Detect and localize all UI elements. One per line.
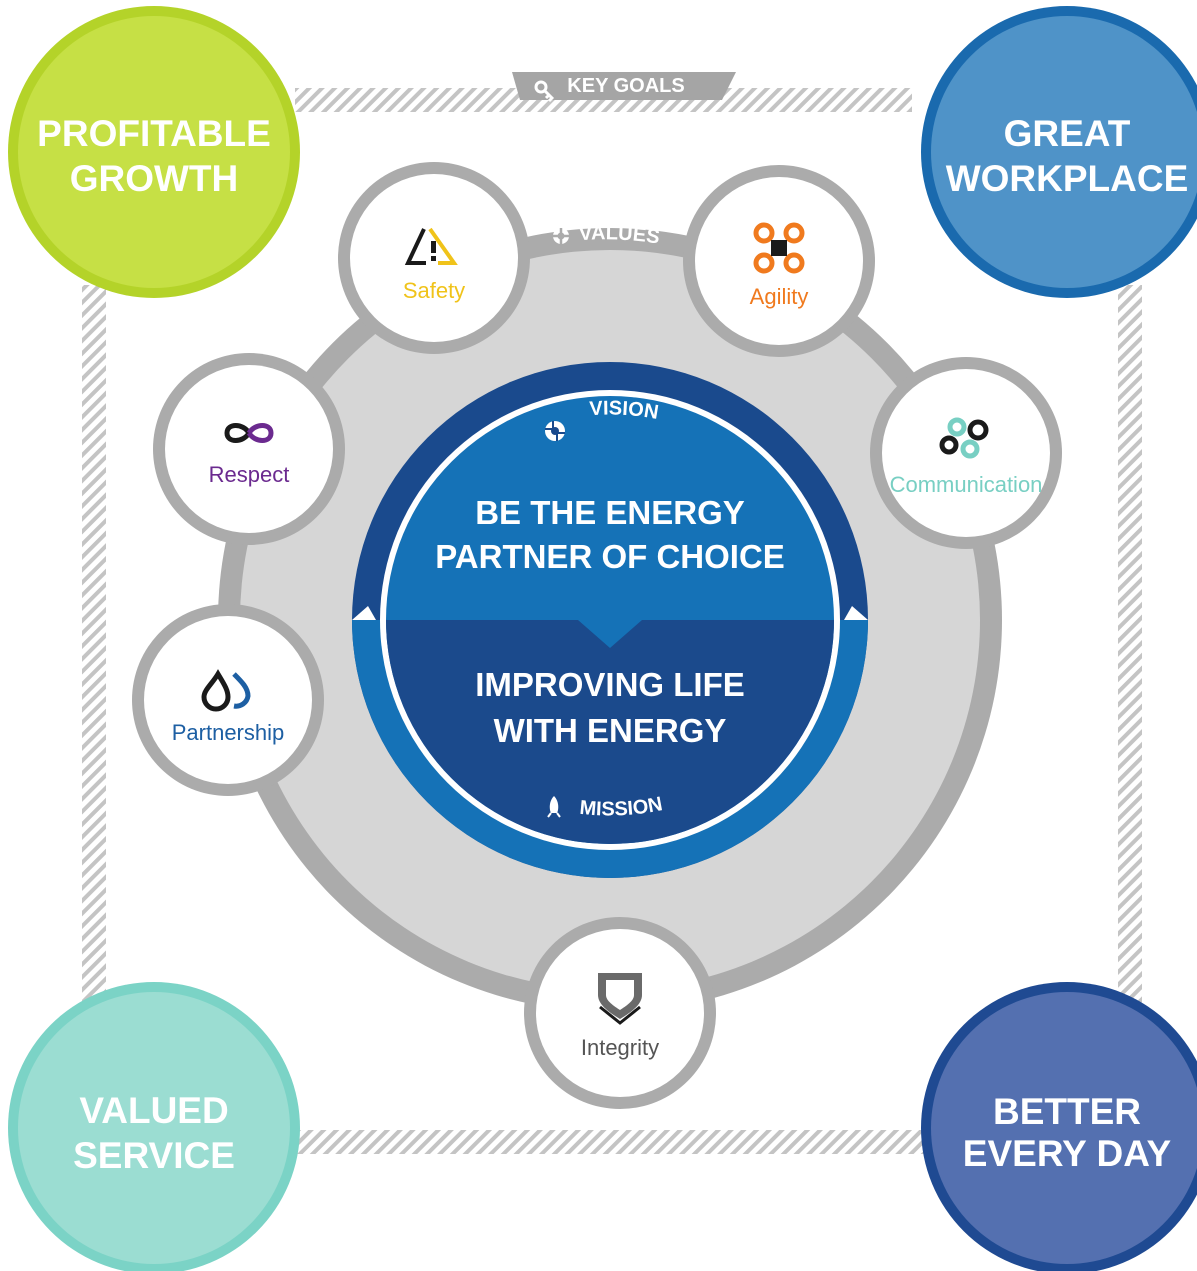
value-label-agility: Agility <box>750 284 809 309</box>
vision-mission-disc <box>352 362 868 878</box>
goal-better-line-2: EVERY DAY <box>963 1133 1172 1174</box>
shield-icon <box>598 973 642 1025</box>
key-icon <box>534 80 555 103</box>
key-goals-banner <box>512 72 736 100</box>
value-integrity: Integrity <box>524 917 716 1109</box>
divider-arrow <box>578 620 642 648</box>
value-communication: Communication <box>870 357 1062 549</box>
goal-great-workplace: GREAT WORKPLACE <box>921 6 1197 298</box>
vision-label: VISION <box>589 397 660 423</box>
speech-nodes-icon <box>939 417 989 459</box>
rocket-icon <box>547 796 561 818</box>
goal-profitable-growth: PROFITABLE GROWTH <box>8 6 300 298</box>
goal-better-line-1: BETTER <box>993 1091 1141 1132</box>
infinity-icon <box>224 423 274 443</box>
mission-line-1: IMPROVING LIFE <box>475 666 745 703</box>
value-label-communication: Communication <box>890 472 1043 497</box>
goal-better-every-day: BETTER EVERY DAY <box>921 982 1197 1271</box>
goal-profitable-line-2: GROWTH <box>70 158 239 199</box>
goal-service-line-1: VALUED <box>79 1090 228 1131</box>
value-label-integrity: Integrity <box>581 1035 659 1060</box>
value-label-partnership: Partnership <box>172 720 285 745</box>
key-goals-tag: KEY GOALS <box>512 72 736 103</box>
value-agility: Agility <box>683 165 875 357</box>
key-goals-label: KEY GOALS <box>567 75 684 97</box>
goal-valued-service: VALUED SERVICE <box>8 982 300 1271</box>
value-safety: Safety <box>338 162 530 354</box>
mission-line-2: WITH ENERGY <box>494 712 727 749</box>
value-respect: Respect <box>153 353 345 545</box>
droplets-icon <box>201 669 251 712</box>
goal-service-line-2: SERVICE <box>73 1135 235 1176</box>
vision-label-group: VISION <box>545 397 660 441</box>
vision-line-2: PARTNER OF CHOICE <box>435 538 785 575</box>
warning-triangle-icon <box>404 227 458 265</box>
key-goals-frame <box>82 88 1142 1154</box>
goal-profitable-line-1: PROFITABLE <box>37 113 271 154</box>
value-label-safety: Safety <box>403 278 465 303</box>
goal-workplace-line-2: WORKPLACE <box>946 158 1189 199</box>
vision-line-1: BE THE ENERGY <box>475 494 745 531</box>
value-partnership: Partnership <box>132 604 324 796</box>
aperture-icon <box>545 421 565 441</box>
goal-workplace-line-1: GREAT <box>1004 113 1131 154</box>
value-label-respect: Respect <box>209 462 290 487</box>
lifebuoy-icon <box>553 228 569 244</box>
command-key-icon <box>753 222 805 274</box>
mission-inner-disc <box>386 620 834 844</box>
